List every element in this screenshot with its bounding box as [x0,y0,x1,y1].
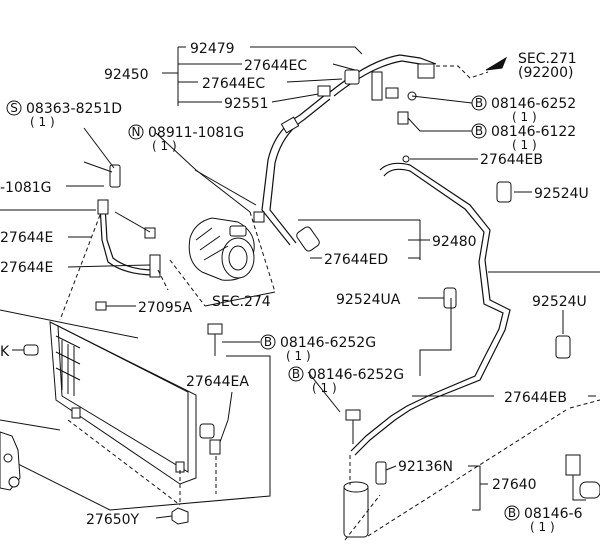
left-hose [0,161,169,321]
label-08146-bottom: 08146-6 [524,506,583,522]
bolt-symbol-b-4-text: B [292,367,300,381]
left-edge-part [0,431,21,491]
label-92450: 92450 [104,67,149,83]
screw-symbol-s-text: S [10,101,18,115]
part-27650y [155,507,189,525]
nut-symbol-n [128,124,144,140]
label-sec271: SEC.271 [518,51,577,67]
label-92480: 92480 [432,234,477,250]
label-27644eb-top: 27644EB [480,152,543,168]
label-92524ua: 92524UA [336,292,401,308]
bolt-symbol-b-2-text: B [475,124,483,138]
label-27650y: 27650Y [86,512,140,528]
label-27644ed: 27644ED [324,252,388,268]
label-sec271-sub: (92200) [518,65,573,81]
long-right-pipe [350,155,600,456]
screw-symbol-s [6,100,22,116]
label-92551: 92551 [224,96,269,112]
label-92136n: 92136N [398,459,453,475]
label-left-k: K [0,344,10,360]
condenser [0,309,271,511]
label-92524u-top: 92524U [534,186,589,202]
label-08146-bottom-qty: ( 1 ) [530,520,555,534]
bolt-symbol-b-5 [504,505,520,521]
label-27095a: 27095A [138,300,193,316]
label-08363-qty: ( 1 ) [30,115,55,129]
label-27644ec-b: 27644EC [202,76,265,92]
label-27644eb-bottom: 27644EB [504,390,567,406]
label-08911-qty: ( 1 ) [152,139,177,153]
bolt-symbol-b-3 [260,334,276,350]
bolt-symbol-b-3-text: B [264,335,272,349]
label-08146-6252g-b-qty: ( 1 ) [312,381,337,395]
label-left-1081g: -1081G [0,180,52,196]
receiver-drier [343,399,600,541]
compressor [169,211,276,307]
label-08911-1081g: 08911-1081G [148,125,244,141]
bolt-symbol-b-4 [288,366,304,382]
label-08146-6252-top: 08146-6252 [491,96,576,112]
bolt-symbol-b-5-text: B [508,506,516,520]
label-08146-6252-top-qty: ( 1 ) [512,110,537,124]
label-08146-6252g-a-qty: ( 1 ) [286,349,311,363]
label-08146-6252g-a: 08146-6252G [280,335,376,351]
label-08146-6252g-b: 08146-6252G [308,367,404,383]
label-27640: 27640 [492,477,537,493]
label-27644ea: 27644EA [186,374,249,390]
label-27644e-a: 27644E [0,230,53,246]
label-27644e-b: 27644E [0,260,53,276]
nut-symbol-n-text: N [132,125,141,139]
label-08146-6122-qty: ( 1 ) [512,138,537,152]
label-sec274: SEC.274 [212,294,271,310]
label-92479: 92479 [190,41,235,57]
label-08363-8251d: 08363-8251D [26,101,122,117]
label-92524u-mid: 92524U [532,294,587,310]
bolt-symbol-b-1-text: B [475,96,483,110]
upper-pipe [261,54,437,252]
leader-lines-mid [155,132,444,299]
label-08146-6122: 08146-6122 [491,124,576,140]
label-27644ec-a: 27644EC [244,58,307,74]
bolts [95,301,600,501]
